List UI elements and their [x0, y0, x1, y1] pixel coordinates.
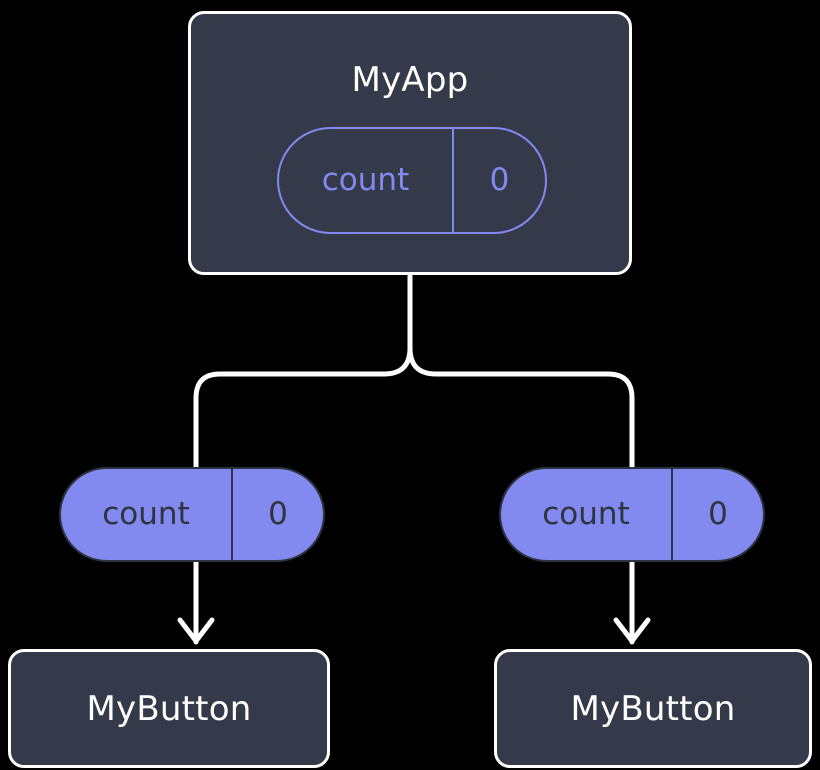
prop-pill-branch-0-key: count — [61, 469, 233, 560]
edge-root-to-branch-right — [407, 345, 635, 471]
state-pill-root[interactable]: count 0 — [277, 127, 547, 234]
arrow-head-left-icon — [177, 617, 215, 644]
component-node-child-0[interactable]: MyButton — [8, 649, 330, 768]
state-pill-root-key: count — [279, 129, 454, 232]
edge-root-to-branches — [193, 273, 413, 471]
component-node-child-1-title: MyButton — [570, 688, 736, 729]
component-node-child-0-title: MyButton — [86, 688, 252, 729]
arrow-head-right-icon — [613, 617, 651, 644]
component-node-child-1[interactable]: MyButton — [494, 649, 812, 768]
prop-pill-branch-0-value: 0 — [268, 496, 288, 532]
prop-pill-branch-1-key: count — [501, 469, 673, 560]
prop-pill-branch-1[interactable]: count 0 — [499, 467, 765, 562]
state-pill-root-value: 0 — [489, 162, 510, 198]
prop-pill-branch-1-value: 0 — [708, 496, 728, 532]
component-node-root-title: MyApp — [351, 60, 469, 100]
prop-pill-branch-0[interactable]: count 0 — [59, 467, 325, 562]
